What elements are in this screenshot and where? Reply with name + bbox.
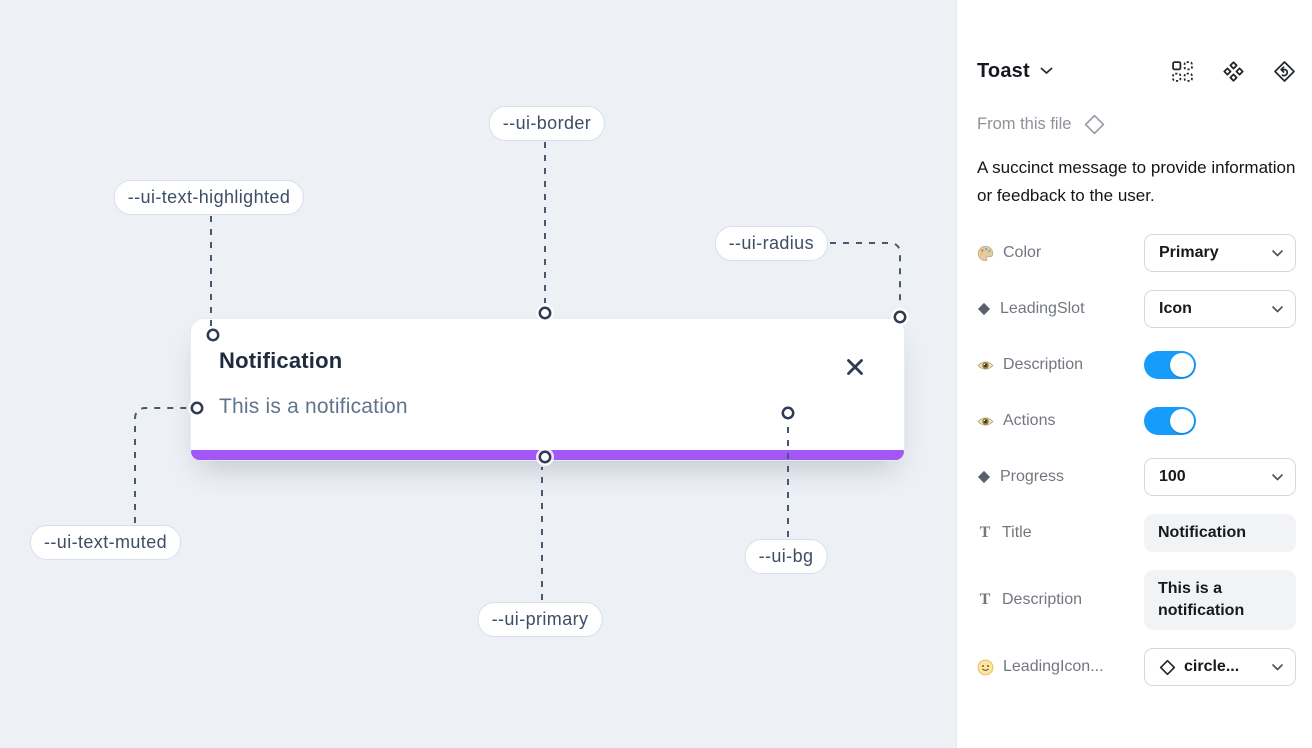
description-input[interactable]: This is a notification <box>1144 570 1296 630</box>
component-title: Toast <box>977 59 1030 82</box>
annotation-chip-ui-primary[interactable]: --ui-primary <box>477 602 603 637</box>
properties-panel: Toast <box>956 0 1312 748</box>
prop-row-actions-toggle: Actions <box>977 402 1296 440</box>
prop-label-color: Color <box>977 244 1144 262</box>
toast-progress-bar <box>191 450 904 460</box>
annotation-chip-ui-text-highlighted[interactable]: --ui-text-highlighted <box>113 180 305 215</box>
description-toggle[interactable] <box>1144 351 1196 379</box>
toast-component-preview[interactable]: Notification This is a notification <box>190 318 905 461</box>
palette-icon <box>977 245 994 262</box>
toggle-knob <box>1170 353 1194 377</box>
leadingslot-select[interactable]: Icon <box>1144 290 1296 328</box>
text-icon: T <box>979 524 991 541</box>
prop-label-title: T Title <box>977 524 1144 542</box>
chevron-down-icon <box>1272 473 1283 480</box>
diamond-icon <box>977 470 991 484</box>
design-canvas[interactable]: Notification This is a notification <box>0 0 956 748</box>
prop-row-progress: Progress 100 <box>977 458 1296 496</box>
prop-label-actions: Actions <box>977 412 1144 430</box>
prop-row-description-toggle: Description <box>977 346 1296 384</box>
prop-row-description-text: T Description This is a notification <box>977 570 1296 630</box>
panel-header: Toast <box>977 56 1296 86</box>
prop-row-title: T Title Notification <box>977 514 1296 552</box>
prop-label-progress: Progress <box>977 468 1144 486</box>
progress-select[interactable]: 100 <box>1144 458 1296 496</box>
prop-row-leadingslot: LeadingSlot Icon <box>977 290 1296 328</box>
text-icon: T <box>979 591 991 608</box>
chevron-down-icon[interactable] <box>1040 67 1053 75</box>
diamond-outline-icon <box>1159 659 1176 676</box>
toggle-knob <box>1170 409 1194 433</box>
chevron-down-icon <box>1272 305 1283 312</box>
source-label: From this file <box>977 114 1072 133</box>
component-description: A succinct message to provide informatio… <box>977 158 1296 205</box>
eye-icon <box>977 415 994 428</box>
annotation-chip-ui-text-muted[interactable]: --ui-text-muted <box>30 525 182 560</box>
prop-label-leadingslot: LeadingSlot <box>977 300 1144 318</box>
annotation-chip-ui-border[interactable]: --ui-border <box>488 106 606 141</box>
component-icon[interactable] <box>1222 60 1245 83</box>
panel-header-actions <box>1171 60 1296 83</box>
chevron-down-icon <box>1272 663 1283 670</box>
annotation-chip-ui-radius[interactable]: --ui-radius <box>714 226 828 261</box>
leadingicon-select[interactable]: circle... <box>1144 648 1296 686</box>
x-close-icon[interactable] <box>845 357 865 377</box>
toast-description: This is a notification <box>219 395 408 418</box>
eye-icon <box>977 359 994 372</box>
chevron-down-icon <box>1272 249 1283 256</box>
component-source-row: From this file <box>977 112 1296 136</box>
prop-label-description: Description <box>977 356 1144 374</box>
actions-toggle[interactable] <box>1144 407 1196 435</box>
title-input[interactable]: Notification <box>1144 514 1296 552</box>
diamond-icon <box>977 302 991 316</box>
prop-row-leadingicon: LeadingIcon... circle... <box>977 648 1296 686</box>
apply-variable-grid-icon[interactable] <box>1171 60 1194 83</box>
annotation-chip-ui-bg[interactable]: --ui-bg <box>744 539 828 574</box>
toast-title: Notification <box>219 348 343 373</box>
smiley-icon <box>977 659 994 676</box>
diamond-outline-icon <box>1083 113 1106 136</box>
go-to-main-component-icon[interactable] <box>1273 60 1296 83</box>
prop-label-leadingicon: LeadingIcon... <box>977 658 1144 676</box>
prop-label-description-text: T Description <box>977 591 1144 609</box>
color-select[interactable]: Primary <box>1144 234 1296 272</box>
prop-row-color: Color Primary <box>977 234 1296 272</box>
